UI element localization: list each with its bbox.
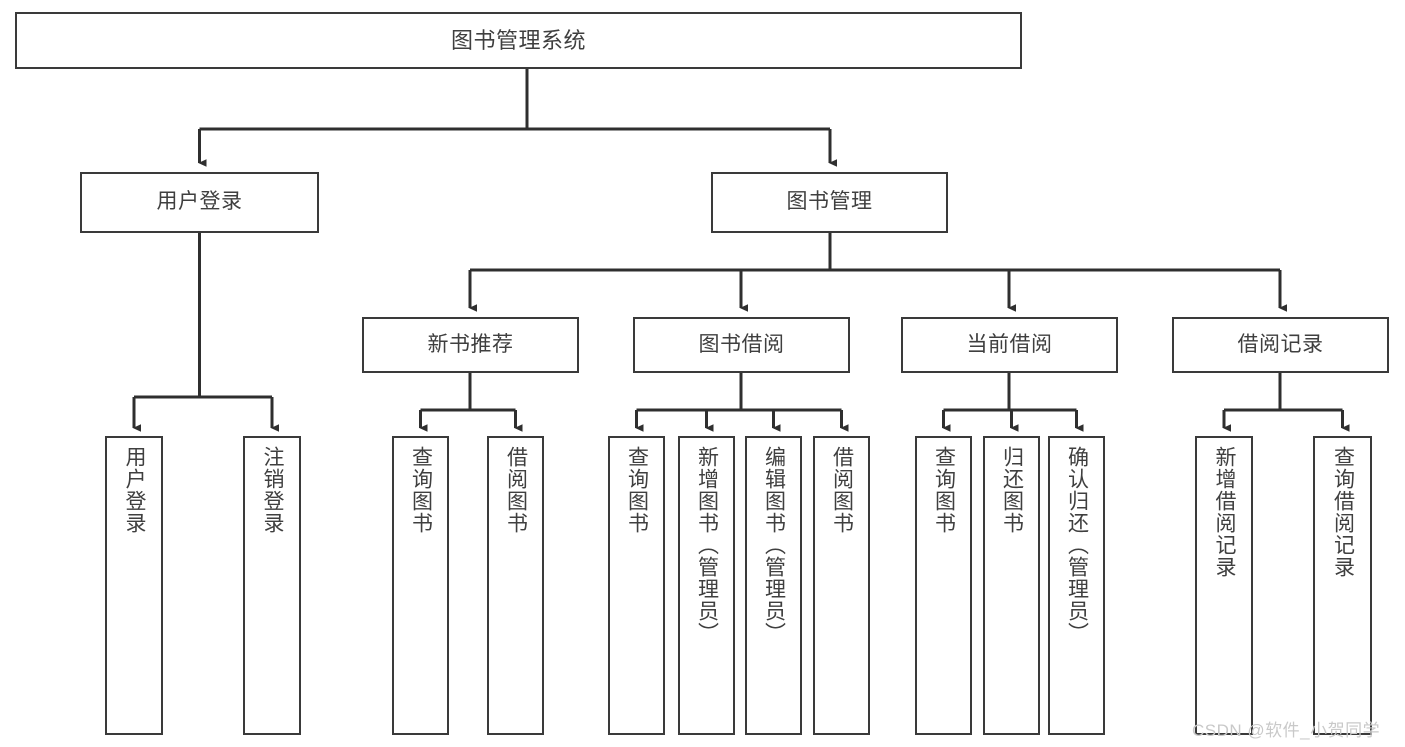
- leaf-query-book-current[interactable]: 查询图书: [915, 436, 972, 735]
- node-book-manage-label: 图书管理: [786, 190, 873, 214]
- leaf-borrow-book-recommend-label: 借阅图书: [504, 446, 528, 534]
- leaf-add-borrow-record[interactable]: 新增借阅记录: [1195, 436, 1253, 735]
- leaf-return-book[interactable]: 归还图书: [983, 436, 1040, 735]
- leaf-return-book-label: 归还图书: [1000, 446, 1024, 534]
- leaf-add-book-admin-label: 新增图书（管理员）: [695, 446, 719, 644]
- node-root[interactable]: 图书管理系统: [15, 12, 1022, 69]
- leaf-user-login-label: 用户登录: [123, 446, 147, 534]
- leaf-user-login[interactable]: 用户登录: [105, 436, 163, 735]
- leaf-add-book-admin[interactable]: 新增图书（管理员）: [678, 436, 735, 735]
- leaf-query-borrow-record-label: 查询借阅记录: [1331, 446, 1355, 578]
- node-book-manage[interactable]: 图书管理: [711, 172, 948, 233]
- leaf-confirm-return-admin[interactable]: 确认归还（管理员）: [1048, 436, 1105, 735]
- node-borrow-record-label: 借阅记录: [1237, 332, 1324, 356]
- leaf-confirm-return-admin-label: 确认归还（管理员）: [1065, 446, 1089, 644]
- leaf-edit-book-admin[interactable]: 编辑图书（管理员）: [745, 436, 802, 735]
- node-book-borrow-label: 图书借阅: [698, 332, 785, 356]
- leaf-query-borrow-record[interactable]: 查询借阅记录: [1313, 436, 1372, 735]
- node-current-borrow[interactable]: 当前借阅: [901, 317, 1118, 373]
- leaf-logout[interactable]: 注销登录: [243, 436, 301, 735]
- leaf-borrow-book-label: 借阅图书: [830, 446, 854, 534]
- csdn-watermark: CSDN @软件_小贺同学: [1192, 721, 1381, 740]
- node-root-label: 图书管理系统: [450, 27, 586, 53]
- leaf-borrow-book[interactable]: 借阅图书: [813, 436, 870, 735]
- leaf-borrow-book-recommend[interactable]: 借阅图书: [487, 436, 544, 735]
- leaf-query-book-recommend[interactable]: 查询图书: [392, 436, 449, 735]
- node-new-book-recommend-label: 新书推荐: [427, 332, 514, 356]
- leaf-query-book-borrow[interactable]: 查询图书: [608, 436, 665, 735]
- node-new-book-recommend[interactable]: 新书推荐: [362, 317, 579, 373]
- node-current-borrow-label: 当前借阅: [966, 332, 1053, 356]
- node-book-borrow[interactable]: 图书借阅: [633, 317, 850, 373]
- leaf-edit-book-admin-label: 编辑图书（管理员）: [762, 446, 786, 644]
- node-user-login[interactable]: 用户登录: [80, 172, 319, 233]
- leaf-query-book-recommend-label: 查询图书: [409, 446, 433, 534]
- node-user-login-label: 用户登录: [156, 190, 243, 214]
- node-borrow-record[interactable]: 借阅记录: [1172, 317, 1389, 373]
- leaf-logout-label: 注销登录: [261, 446, 285, 534]
- leaf-query-book-current-label: 查询图书: [932, 446, 956, 534]
- leaf-add-borrow-record-label: 新增借阅记录: [1213, 446, 1237, 578]
- leaf-query-book-borrow-label: 查询图书: [625, 446, 649, 534]
